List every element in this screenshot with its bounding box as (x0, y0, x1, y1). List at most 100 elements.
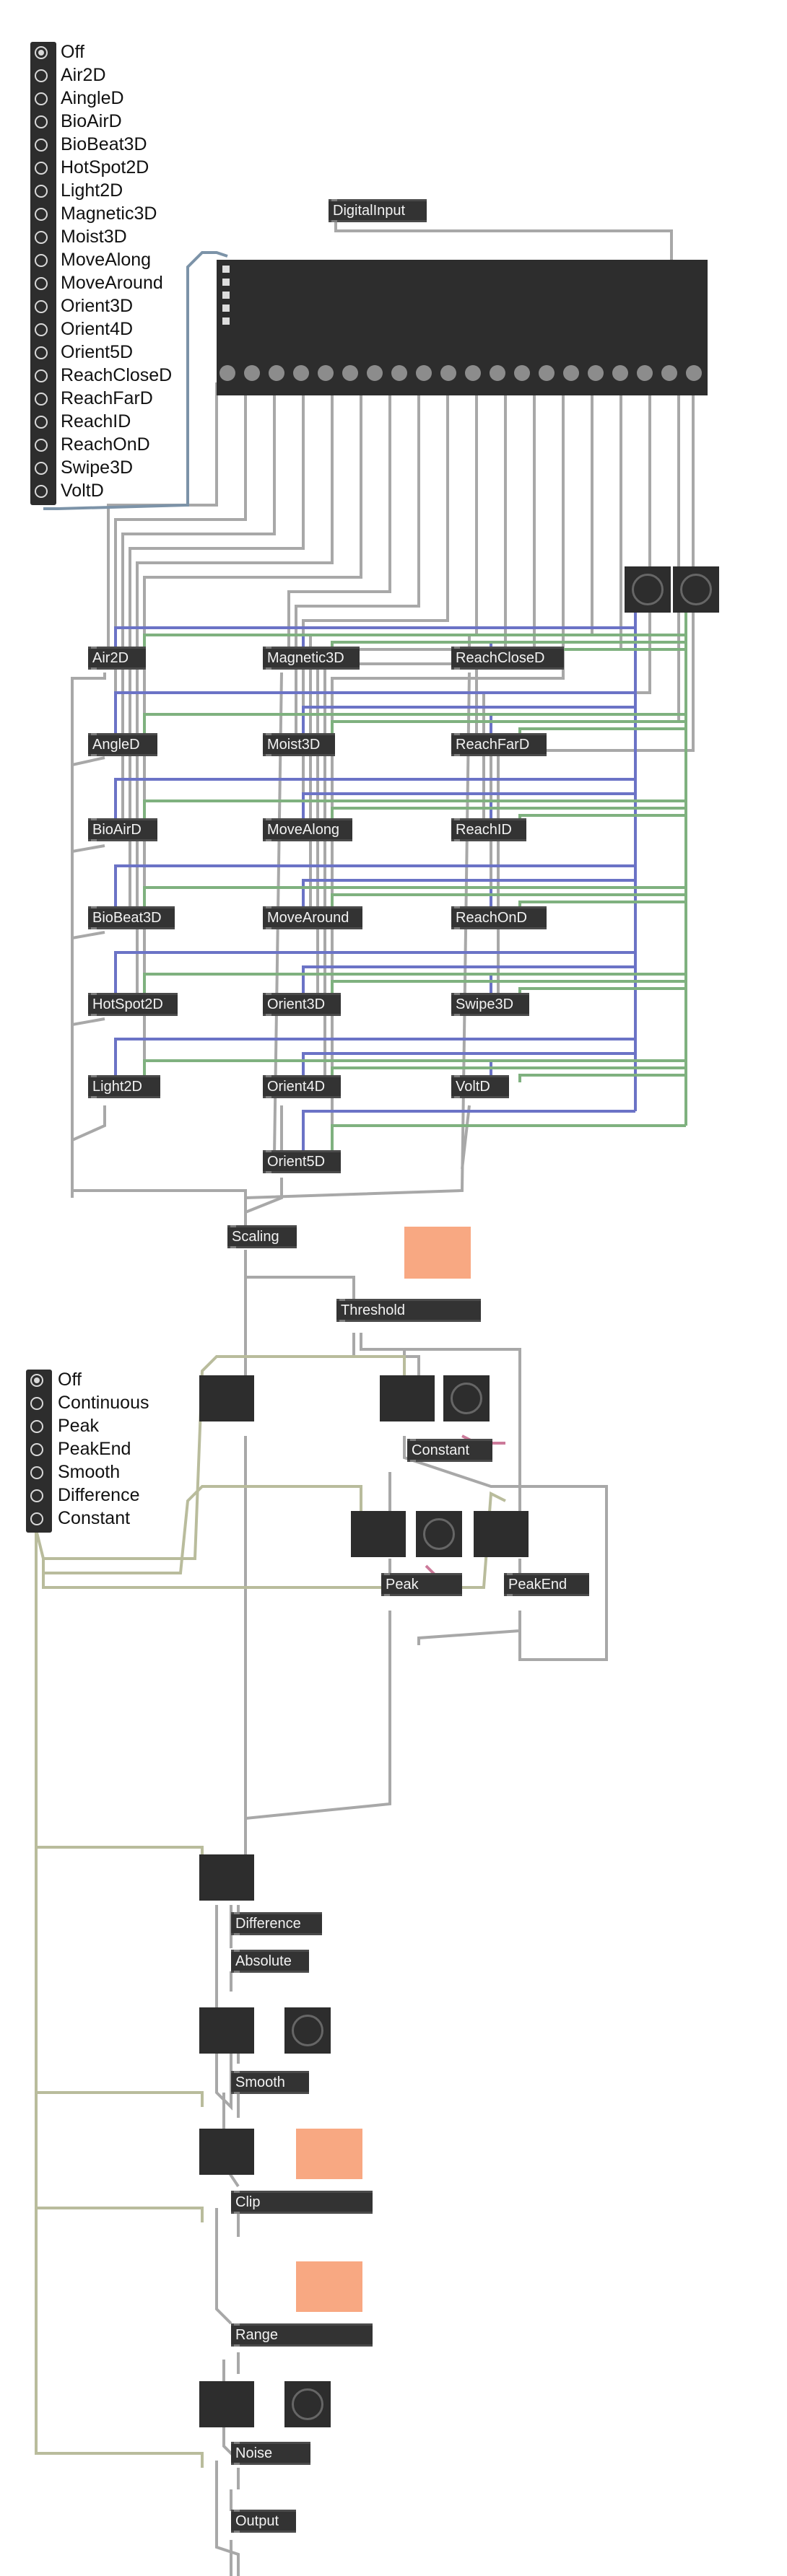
matrix-dot-icon[interactable] (563, 365, 579, 381)
radio-button-icon[interactable] (30, 1512, 43, 1525)
clip-object[interactable]: Clip (231, 2191, 373, 2214)
range-number-box[interactable] (296, 2261, 362, 2312)
radio-button-icon[interactable] (35, 254, 48, 267)
reachclosed-object[interactable]: ReachCloseD (451, 647, 564, 670)
matrix-dot-icon[interactable] (514, 365, 530, 381)
radio-option[interactable] (26, 1393, 43, 1414)
radio-button-icon[interactable] (35, 208, 48, 221)
constant-object[interactable]: Constant (407, 1439, 492, 1462)
peakend-object[interactable]: PeakEnd (504, 1573, 589, 1596)
radio-button-icon[interactable] (30, 1374, 43, 1387)
threshold-object[interactable]: Threshold (336, 1299, 481, 1322)
radio-button-icon[interactable] (35, 185, 48, 198)
threshold-number-box[interactable] (404, 1227, 471, 1279)
dial-icon[interactable] (284, 2007, 331, 2054)
radio-button-icon[interactable] (35, 139, 48, 152)
smooth-object[interactable]: Smooth (231, 2071, 309, 2094)
radio-button-icon[interactable] (35, 462, 48, 475)
radio-button-icon[interactable] (35, 92, 48, 105)
radio-option[interactable] (30, 481, 48, 502)
radio-option[interactable] (30, 319, 48, 341)
gate-icon[interactable] (199, 2129, 254, 2175)
angled-object[interactable]: AngleD (88, 733, 157, 756)
gate-icon[interactable] (199, 1375, 254, 1421)
orient4d-object[interactable]: Orient4D (263, 1075, 341, 1098)
radio-button-icon[interactable] (35, 369, 48, 382)
radio-option[interactable] (30, 296, 48, 317)
radio-option[interactable] (26, 1439, 43, 1460)
radio-button-icon[interactable] (30, 1420, 43, 1433)
radio-option[interactable] (26, 1508, 43, 1530)
radio-button-icon[interactable] (35, 277, 48, 290)
radio-button-icon[interactable] (35, 485, 48, 498)
orient5d-object[interactable]: Orient5D (263, 1150, 341, 1173)
radio-button-icon[interactable] (35, 46, 48, 59)
radio-option[interactable] (30, 65, 48, 87)
radio-option[interactable] (30, 342, 48, 364)
matrix-dot-icon[interactable] (318, 365, 334, 381)
air2d-object[interactable]: Air2D (88, 647, 146, 670)
radio-option[interactable] (30, 365, 48, 387)
radio-button-icon[interactable] (35, 231, 48, 244)
radio-option[interactable] (26, 1370, 43, 1391)
radio-button-icon[interactable] (35, 323, 48, 336)
radio-button-icon[interactable] (30, 1466, 43, 1479)
matrix-dot-icon[interactable] (588, 365, 604, 381)
swipe3d-object[interactable]: Swipe3D (451, 993, 529, 1016)
radio-button-icon[interactable] (30, 1443, 43, 1456)
matrix-dot-icon[interactable] (342, 365, 358, 381)
radio-option[interactable] (30, 457, 48, 479)
matrix-dot-icon[interactable] (686, 365, 702, 381)
radio-option[interactable] (30, 250, 48, 271)
dial-icon[interactable] (443, 1375, 490, 1421)
radio-option[interactable] (26, 1485, 43, 1507)
radio-button-icon[interactable] (30, 1489, 43, 1502)
matrix-dot-icon[interactable] (440, 365, 456, 381)
radio-option[interactable] (30, 88, 48, 110)
radio-button-icon[interactable] (35, 162, 48, 175)
movealong-object[interactable]: MoveAlong (263, 818, 352, 841)
dial-icon[interactable] (625, 566, 671, 613)
radio-option[interactable] (30, 180, 48, 202)
reachid-object[interactable]: ReachID (451, 818, 526, 841)
radio-option[interactable] (30, 134, 48, 156)
matrix-dot-icon[interactable] (637, 365, 653, 381)
difference-object[interactable]: Difference (231, 1912, 322, 1935)
radio-button-icon[interactable] (35, 416, 48, 429)
matrix-dot-icon[interactable] (367, 365, 383, 381)
radio-option[interactable] (30, 227, 48, 248)
radio-option[interactable] (30, 388, 48, 410)
matrix-dot-icon[interactable] (416, 365, 432, 381)
output-object[interactable]: Output (231, 2510, 296, 2533)
radio-option[interactable] (30, 42, 48, 63)
matrix-dot-icon[interactable] (539, 365, 555, 381)
dial-icon[interactable] (284, 2381, 331, 2427)
radio-button-icon[interactable] (35, 300, 48, 313)
inlet[interactable] (331, 199, 337, 201)
outlet[interactable] (331, 220, 337, 222)
radio-option[interactable] (30, 157, 48, 179)
range-object[interactable]: Range (231, 2323, 373, 2347)
moist3d-object[interactable]: Moist3D (263, 733, 335, 756)
matrix-dot-icon[interactable] (293, 365, 309, 381)
gate-icon[interactable] (351, 1511, 406, 1557)
reachond-object[interactable]: ReachOnD (451, 906, 547, 929)
clip-number-box[interactable] (296, 2129, 362, 2179)
gate-icon[interactable] (380, 1375, 435, 1421)
gate-icon[interactable] (199, 2381, 254, 2427)
radio-button-icon[interactable] (35, 115, 48, 128)
matrix-dot-icon[interactable] (244, 365, 260, 381)
matrix-dot-icon[interactable] (612, 365, 628, 381)
peak-object[interactable]: Peak (381, 1573, 462, 1596)
radio-option[interactable] (30, 411, 48, 433)
magnetic3d-object[interactable]: Magnetic3D (263, 647, 360, 670)
radio-button-icon[interactable] (35, 346, 48, 359)
matrix-router[interactable] (217, 260, 708, 395)
gate-icon[interactable] (199, 2007, 254, 2054)
radio-option[interactable] (26, 1462, 43, 1484)
matrix-dot-icon[interactable] (269, 365, 284, 381)
radio-option[interactable] (30, 273, 48, 294)
orient3d-object[interactable]: Orient3D (263, 993, 341, 1016)
radio-button-icon[interactable] (35, 69, 48, 82)
hotspot2d-object[interactable]: HotSpot2D (88, 993, 178, 1016)
